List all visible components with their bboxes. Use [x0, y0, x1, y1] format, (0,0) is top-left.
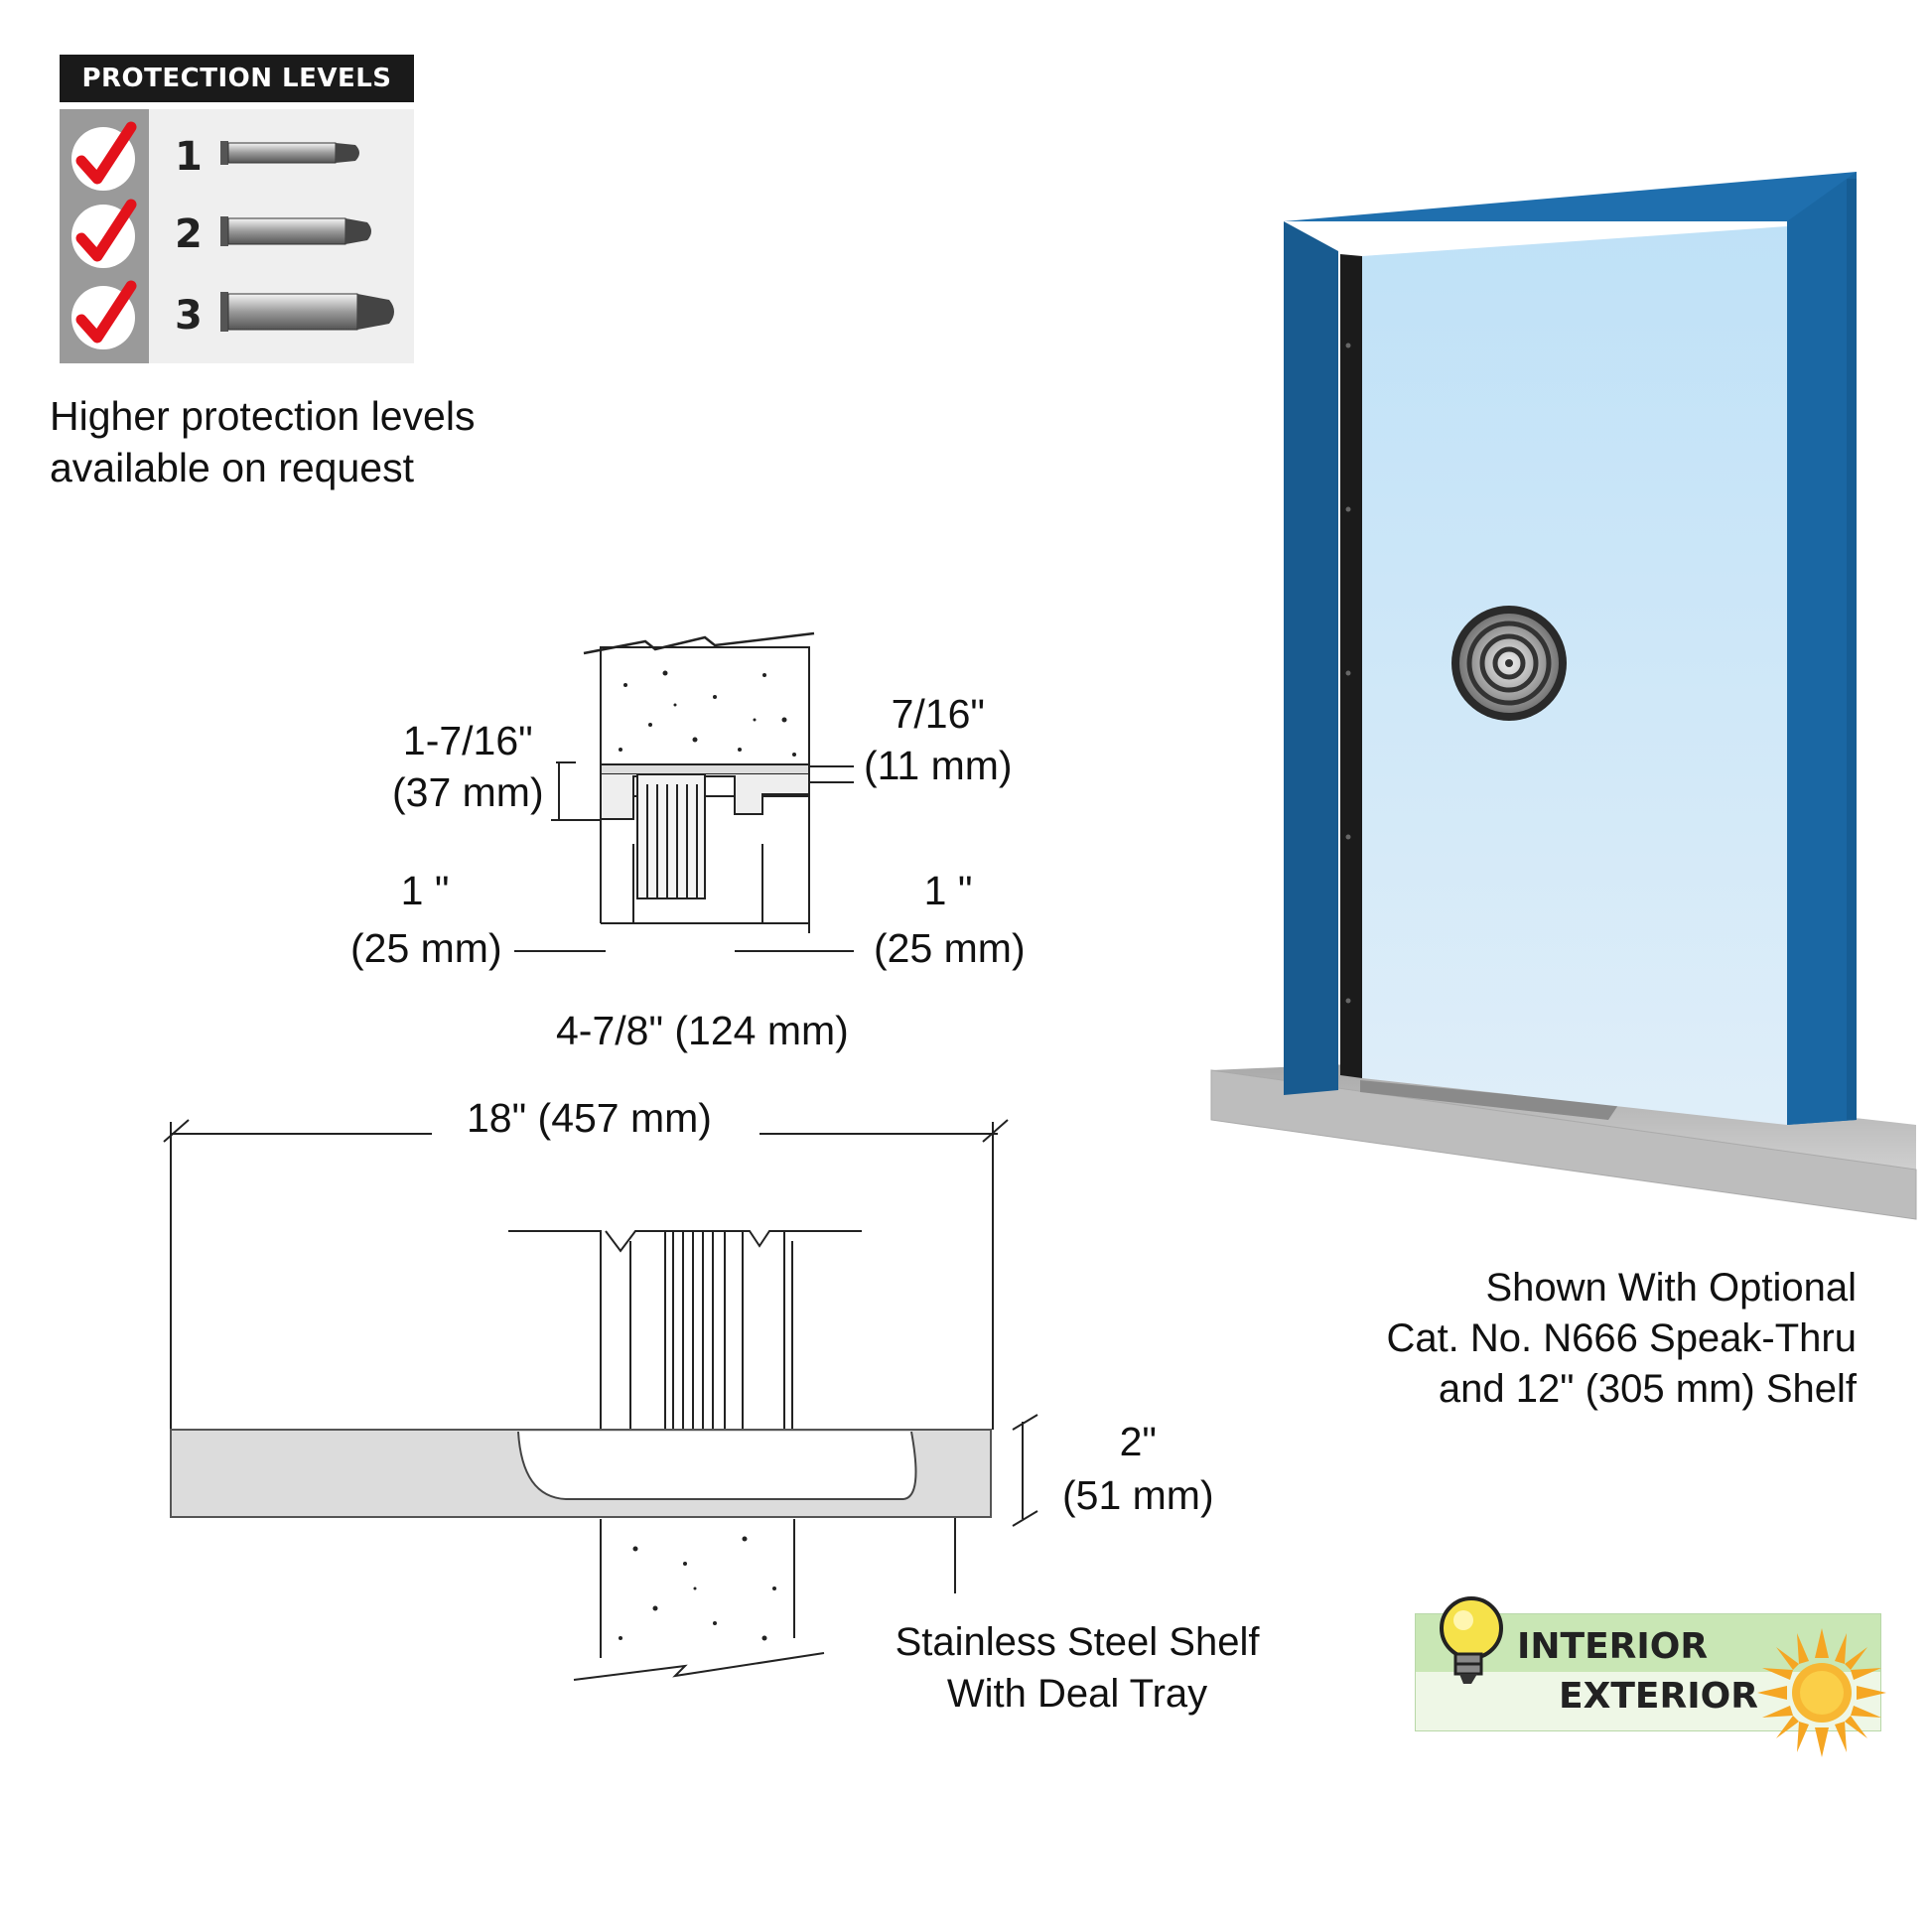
level-number: 1 [175, 134, 203, 180]
bullet-icon [220, 141, 359, 165]
dim-text: 2" [1119, 1419, 1157, 1464]
dim-text: 1-7/16" [402, 718, 533, 763]
dim-shelf-width: 18" (457 mm) [467, 1095, 712, 1141]
product-caption-line: and 12" (305 mm) Shelf [1438, 1367, 1857, 1411]
dim-text: 7/16" [891, 691, 985, 737]
product-caption: Shown With Optional Cat. No. N666 Speak-… [1271, 1263, 1857, 1415]
exterior-label: EXTERIOR [1559, 1676, 1758, 1717]
shelf-caption-line: With Deal Tray [946, 1672, 1208, 1716]
shelf-caption: Stainless Steel Shelf With Deal Tray [889, 1616, 1266, 1720]
shelf-section-drawing [170, 1230, 992, 1681]
protection-note-line: Higher protection levels [50, 393, 476, 439]
dim-text: 1 " [923, 868, 973, 913]
check-icon [71, 199, 137, 268]
check-icon [71, 280, 137, 349]
frame-section-drawing [583, 631, 815, 933]
bullet-icon [220, 292, 394, 332]
dim-text: (37 mm) [392, 769, 544, 815]
level-number: 3 [175, 293, 203, 339]
dim-text: 1 " [400, 868, 450, 913]
sun-icon [1757, 1628, 1886, 1757]
dim-right-offset: 1 " (25 mm) [874, 862, 1026, 977]
dim-overall-width: 4-7/8" (124 mm) [556, 1008, 849, 1053]
check-icon [71, 121, 137, 191]
protection-levels-header: PROTECTION LEVELS [60, 55, 414, 102]
dim-text: (25 mm) [350, 925, 502, 971]
dim-text: (25 mm) [874, 925, 1026, 971]
level-number: 2 [175, 211, 203, 257]
product-caption-line: Cat. No. N666 Speak-Thru [1386, 1316, 1857, 1360]
protection-note-line: available on request [50, 445, 414, 490]
dim-left-depth: 1-7/16" (37 mm) [392, 715, 544, 818]
protection-note: Higher protection levels available on re… [50, 390, 475, 493]
dim-text: (51 mm) [1062, 1472, 1214, 1518]
dim-text: (11 mm) [864, 743, 1013, 788]
lightbulb-icon [1440, 1596, 1503, 1684]
product-window-illustration [1210, 172, 1917, 1220]
dim-left-offset: 1 " (25 mm) [350, 862, 502, 977]
dim-right-depth: 7/16" (11 mm) [864, 688, 1013, 791]
shelf-caption-line: Stainless Steel Shelf [895, 1620, 1260, 1664]
product-caption-line: Shown With Optional [1485, 1266, 1857, 1310]
bullet-icon [220, 216, 371, 246]
dim-shelf-height: 2" (51 mm) [1062, 1415, 1214, 1522]
interior-label: INTERIOR [1517, 1626, 1709, 1667]
